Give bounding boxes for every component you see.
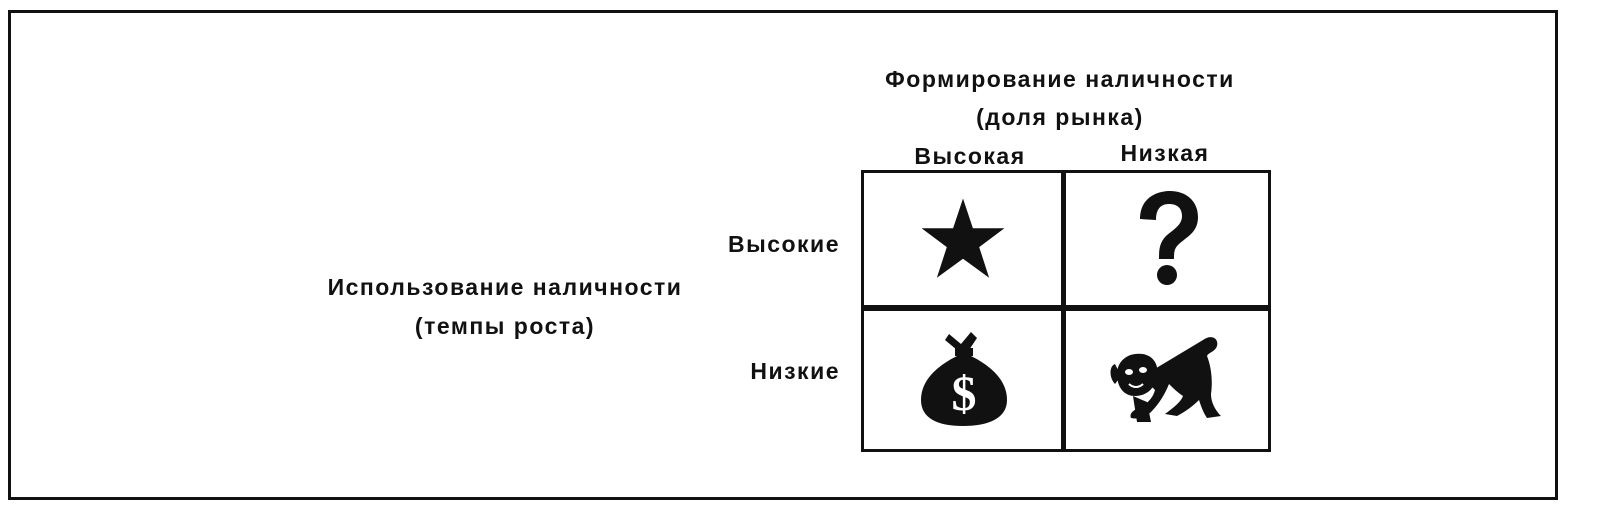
question-mark-icon (1140, 191, 1198, 285)
star-icon (921, 198, 1004, 278)
column-axis-title: Формирование наличности (885, 66, 1235, 92)
matrix-cell-star (864, 173, 1066, 311)
row-label-high: Высокие (727, 231, 840, 257)
row-axis-subtitle: (темпы роста) (414, 313, 596, 339)
svg-text:$: $ (951, 365, 976, 421)
diagram-frame (8, 10, 1558, 500)
money-bag-icon: $ (920, 332, 1007, 426)
column-axis-subtitle: (доля рынка) (976, 104, 1144, 130)
matrix-cell-question (1066, 173, 1268, 311)
row-label-low: Низкие (750, 358, 840, 384)
row-axis-title: Использование наличности (327, 274, 683, 300)
matrix-cell-cash-cow: $ (864, 311, 1066, 449)
column-label-high: Высокая (914, 143, 1026, 169)
matrix-cell-dog (1066, 311, 1268, 449)
dog-icon (1110, 337, 1221, 422)
column-label-low: Низкая (1120, 140, 1210, 166)
bcg-matrix: $ (861, 170, 1271, 452)
